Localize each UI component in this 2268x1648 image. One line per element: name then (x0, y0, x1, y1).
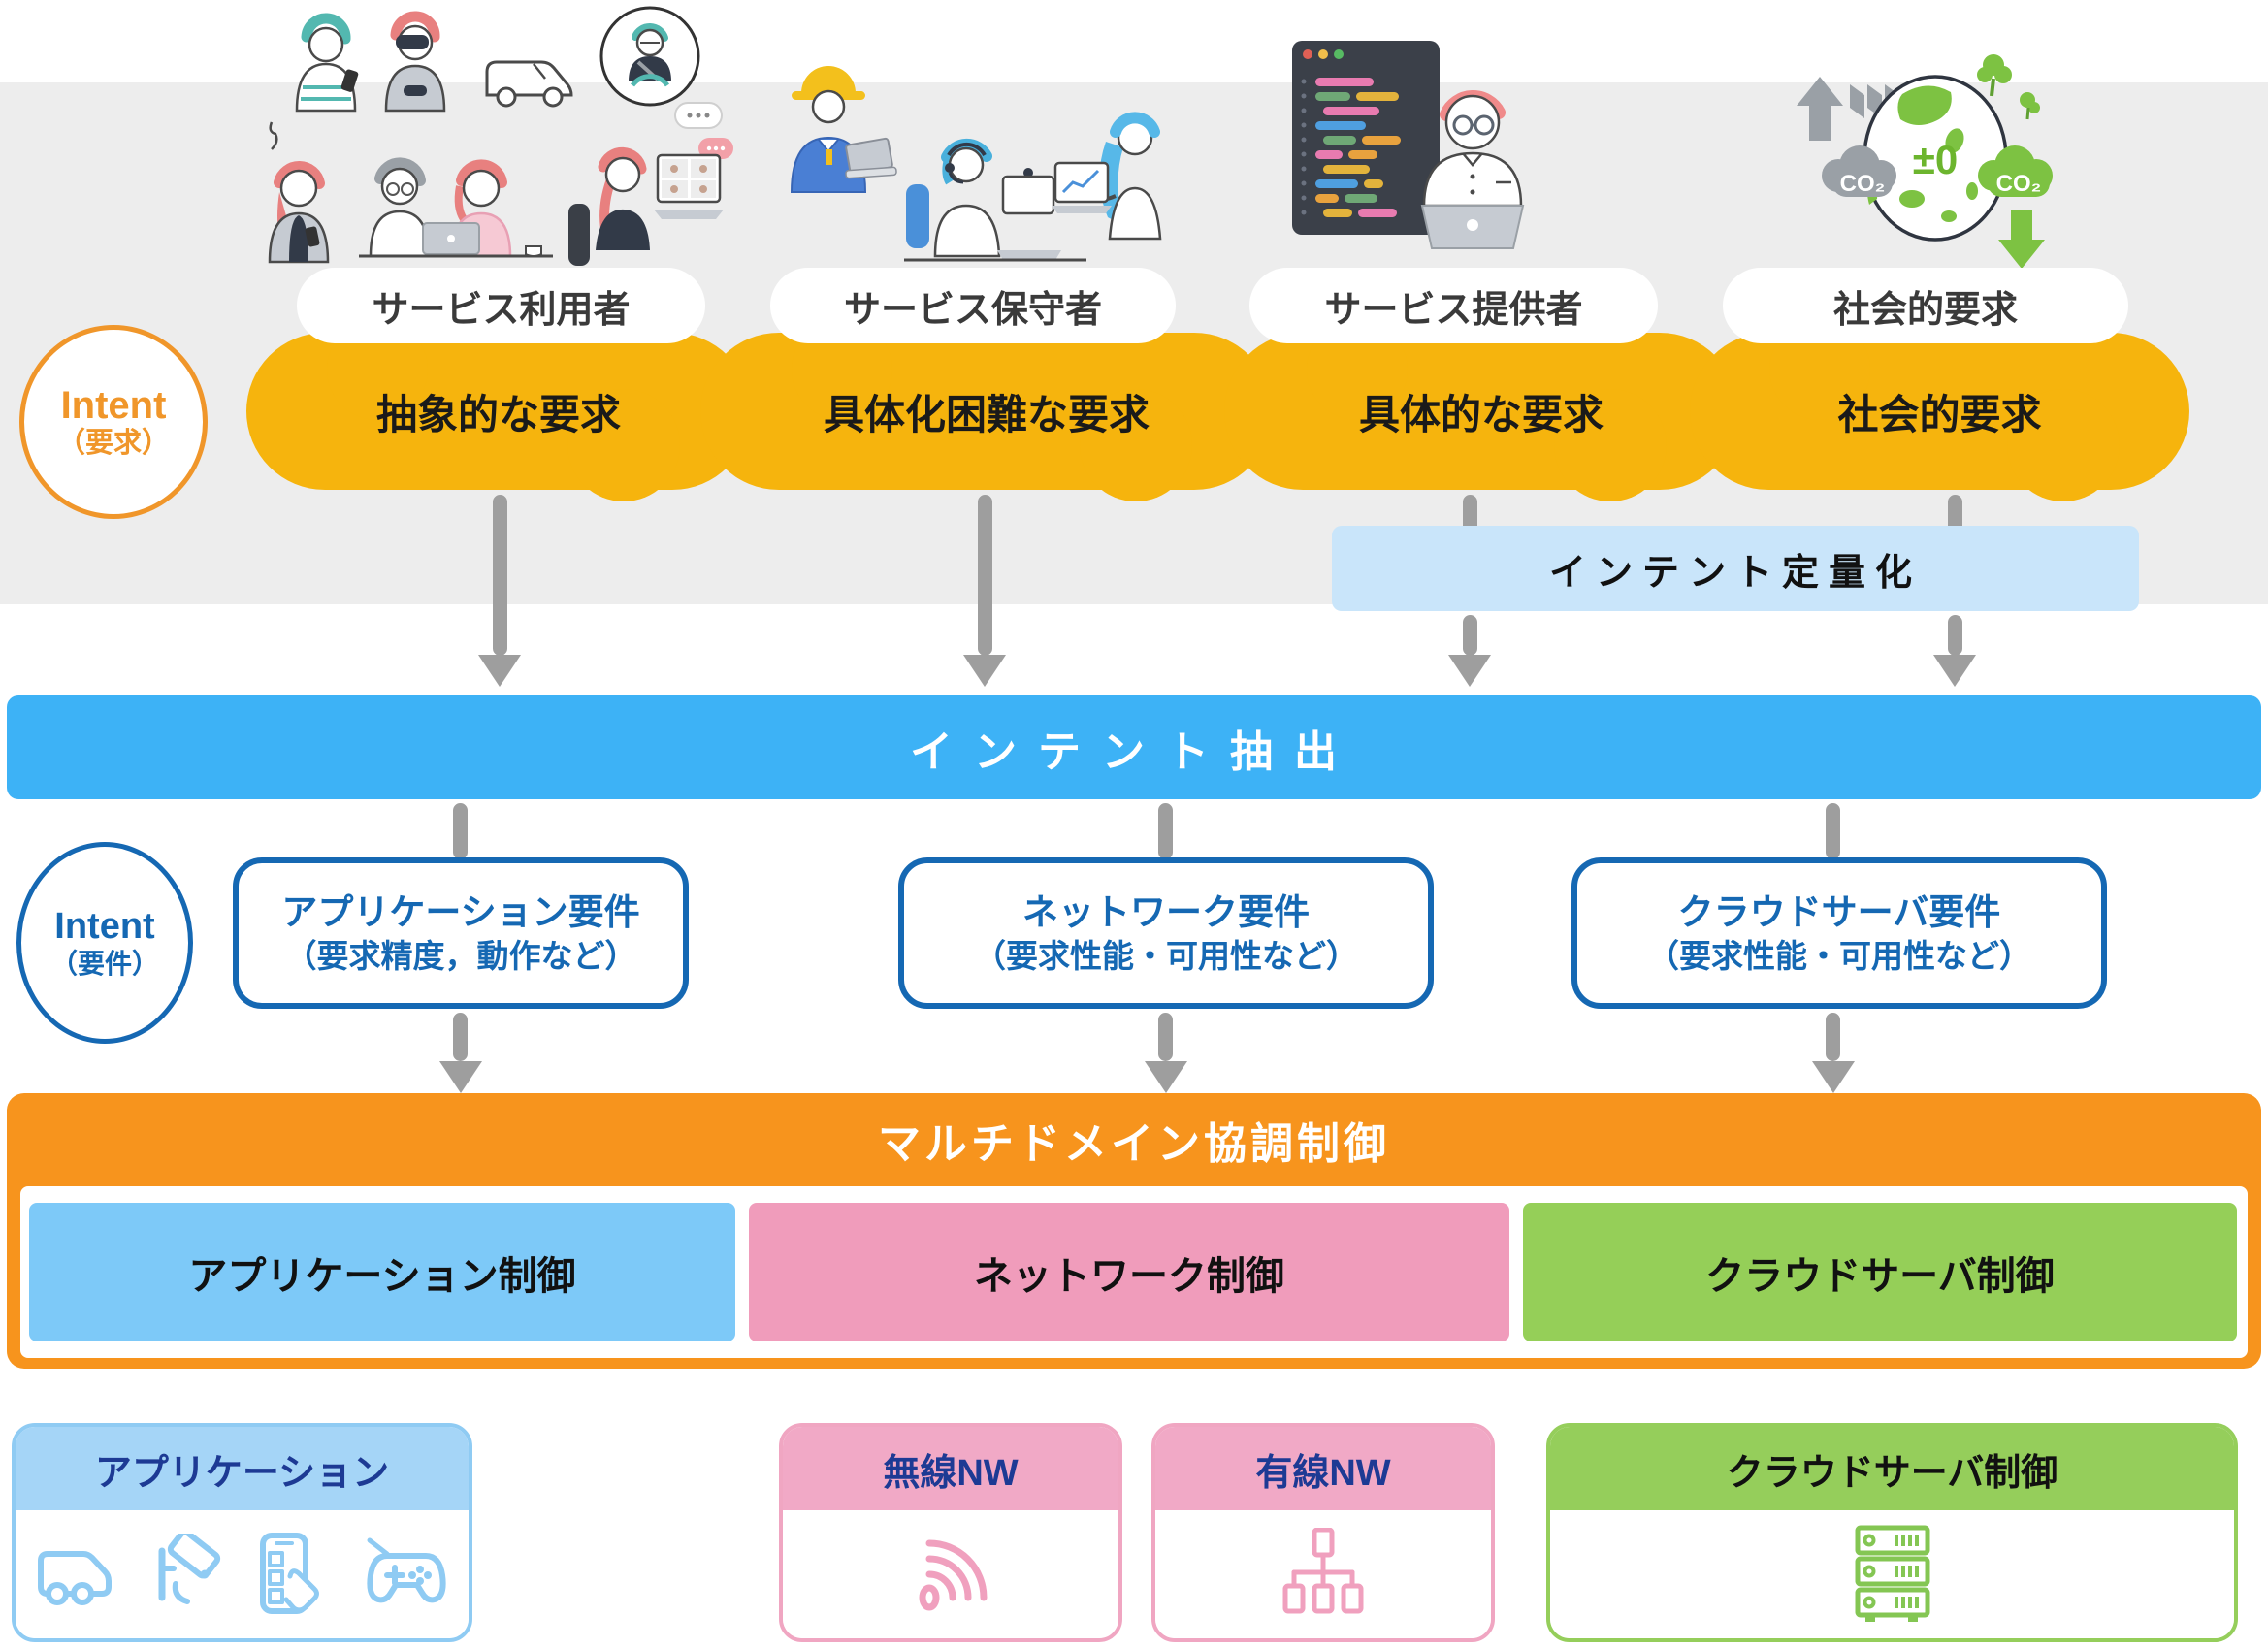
person-vr-headset (384, 11, 446, 113)
service-provider-illustration (1292, 41, 1525, 249)
arrow-stub-col4 (1948, 495, 1962, 533)
arrow-req-stub-2 (1158, 803, 1173, 859)
arrow-head-col1 (478, 655, 521, 687)
arrow-demand-col1 (493, 495, 507, 656)
analyst-standing (1052, 112, 1162, 241)
service-maintainers-illustration (790, 66, 1162, 262)
infra-application-header: アプリケーション (16, 1427, 469, 1510)
co2-reduction-label: CO₂ (1996, 171, 2042, 197)
arrow-md-head-3 (1812, 1061, 1855, 1093)
infra-wired-header: 有線NW (1155, 1427, 1491, 1510)
domain-network-control: ネットワーク制御 (749, 1203, 1509, 1341)
intent-demand-badge: Intent （要求） (19, 325, 208, 519)
requirement-box-application: アプリケーション要件 （要求精度，動作など） (233, 857, 689, 1009)
actor-label-service-provider: サービス提供者 (1249, 268, 1658, 343)
smartphone-touch-icon (259, 1533, 319, 1614)
intent-extraction-band: インテント抽出 (7, 695, 2261, 799)
infra-application-icons (16, 1510, 469, 1638)
tree-icon (1977, 54, 2040, 120)
infra-box-wireless-nw: 無線NW (779, 1423, 1122, 1642)
people-at-table (359, 157, 553, 258)
earth-icon (1863, 75, 2008, 242)
infra-box-application: アプリケーション (12, 1423, 472, 1642)
person-video-call (568, 102, 733, 266)
arrow-md-2 (1158, 1013, 1173, 1061)
domain-cloud-server-control: クラウドサーバ制御 (1523, 1203, 2237, 1341)
arrow-req-stub-1 (453, 803, 468, 859)
infra-cloud-header: クラウドサーバ制御 (1550, 1427, 2234, 1510)
person-worried (268, 121, 330, 264)
arrow-head-col2 (963, 655, 1006, 687)
actor-label-service-maintainer: サービス保守者 (770, 268, 1176, 343)
developer-person (1420, 90, 1525, 249)
arrow-head-col3 (1448, 655, 1491, 687)
co2-reduction-cloud-icon: CO₂ (1978, 145, 2053, 197)
wired-network-icon (1282, 1528, 1364, 1614)
delivery-van-icon (37, 1551, 112, 1605)
co2-emission-cloud-icon: CO₂ (1822, 145, 1896, 197)
domain-application-control: アプリケーション制御 (29, 1203, 735, 1341)
arrow-md-head-2 (1145, 1061, 1187, 1093)
arrow-demand-col2 (978, 495, 992, 656)
arrow-req-stub-3 (1826, 803, 1840, 859)
arrow-md-3 (1826, 1013, 1840, 1061)
co2-up-arrow-icon (1797, 77, 1843, 141)
co2-down-arrow-icon (1998, 210, 2045, 269)
infra-box-cloud-server: クラウドサーバ制御 (1546, 1423, 2238, 1642)
game-controller-icon (366, 1537, 446, 1603)
infra-cloud-icons (1550, 1510, 2234, 1638)
arrow-stub-col3 (1463, 495, 1477, 533)
infra-box-wired-nw: 有線NW (1151, 1423, 1495, 1642)
actor-label-service-user: サービス利用者 (297, 268, 705, 343)
driver-bubble (599, 6, 700, 107)
intent-quantification-box: インテント定量化 (1332, 526, 2139, 611)
demand-cloud-abstract: 抽象的な要求 (246, 319, 751, 501)
carbon-neutral-earth-illustration: CO₂ CO₂ ±0 (1797, 54, 2053, 269)
multi-domain-title: マルチドメイン協調制御 (878, 1120, 1390, 1168)
infra-wireless-header: 無線NW (783, 1427, 1118, 1510)
demand-cloud-social: 社会的要求 (1690, 319, 2189, 501)
infra-wired-icons (1155, 1510, 1491, 1638)
code-editor-window (1292, 41, 1440, 235)
wifi-icon (919, 1539, 988, 1611)
infra-wireless-icons (783, 1510, 1118, 1638)
arrow-quant-col3 (1463, 615, 1477, 656)
server-rack-icon (1855, 1525, 1929, 1622)
operator-headset (904, 138, 1086, 262)
worker-helmet (790, 66, 897, 193)
co2-emission-label: CO₂ (1840, 171, 1886, 197)
arrow-head-col4 (1933, 655, 1976, 687)
security-camera-icon (158, 1534, 220, 1604)
requirement-box-network: ネットワーク要件 （要求性能・可用性など） (898, 857, 1434, 1009)
intent-requirement-badge: Intent （要件） (16, 842, 193, 1044)
person-smartphone (295, 13, 359, 113)
arrow-quant-col4 (1948, 615, 1962, 656)
demand-cloud-concrete: 具体的な要求 (1224, 319, 1738, 501)
requirement-box-cloud-server: クラウドサーバ要件 （要求性能・可用性など） (1571, 857, 2107, 1009)
car-icon (485, 60, 573, 108)
actor-label-social-demand: 社会的要求 (1723, 268, 2128, 343)
arrow-md-head-1 (439, 1061, 482, 1093)
net-zero-label: ±0 (1913, 137, 1958, 182)
service-users-illustration (268, 6, 733, 266)
arrow-md-1 (453, 1013, 468, 1061)
demand-cloud-hard-to-specify: 具体化困難な要求 (700, 319, 1273, 501)
